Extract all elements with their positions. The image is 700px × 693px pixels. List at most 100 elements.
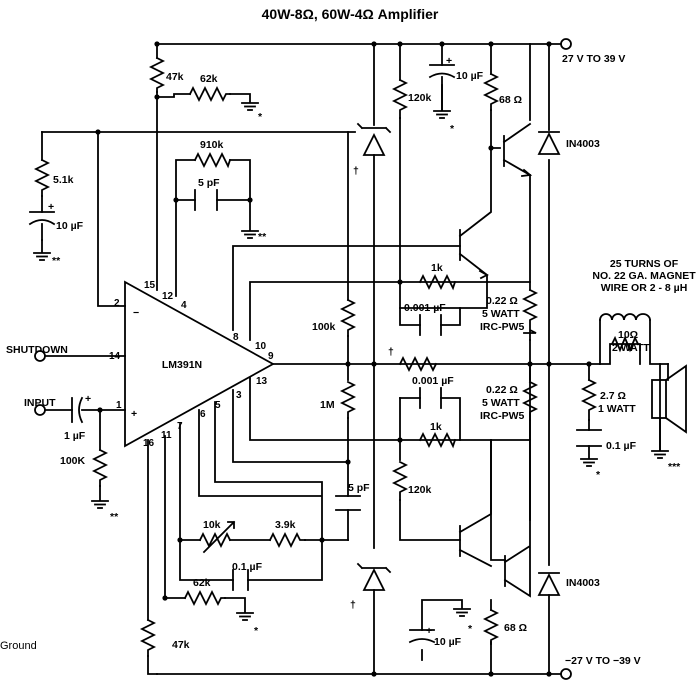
resistor-100k-in: [91, 448, 109, 487]
c1uf-in-label: 1 µF: [64, 430, 86, 442]
capacitor-0-001-top: [419, 314, 442, 336]
c10uf-top-plus: +: [446, 55, 452, 67]
pin-5: 5: [215, 400, 221, 411]
shutdown-label: SHUTDOWN: [6, 344, 68, 356]
gnd-star-bot: *: [254, 625, 259, 637]
resistor-68-top: [482, 72, 500, 111]
ic-minus: −: [133, 307, 139, 319]
resistor-1k-bot: [418, 431, 457, 449]
r022-bot-label: 0.22 Ω: [486, 384, 518, 396]
resistor-47k-top: [148, 56, 166, 93]
r68-bot-label: 68 Ω: [504, 622, 527, 634]
r022-top-rating: 5 WATT: [482, 308, 520, 320]
resistor-910k: [193, 151, 232, 169]
r100k-bias-label: 100k: [312, 321, 336, 333]
gnd-star2-fb: **: [258, 231, 267, 243]
r62k-bot-label: 62k: [193, 577, 211, 589]
d-bot-label: IN4003: [566, 577, 600, 589]
zener-diode-top: [356, 122, 392, 156]
transistor-driver-top: [458, 147, 492, 283]
wiring: [41, 43, 669, 675]
pin-13: 13: [256, 376, 268, 387]
r2-7-rating: 1 WATT: [598, 403, 636, 415]
dagger-bot: †: [350, 599, 356, 611]
positive-rail: [154, 38, 572, 50]
shutdown-terminal: [34, 350, 46, 362]
capacitor-0-1uf-out: [576, 429, 602, 447]
ic-label: LM391N: [162, 359, 202, 371]
c001-bot-label: 0.001 µF: [412, 375, 454, 387]
gnd-star-bot2: *: [468, 623, 473, 635]
resistor-3-9k: [268, 531, 306, 549]
c10uf-in-label: 10 µF: [56, 220, 84, 232]
pin-2: 2: [114, 298, 120, 309]
inductor-line1: 25 TURNS OF: [610, 258, 679, 270]
capacitor-10uf-top: [428, 64, 456, 111]
potentiometer-10k: [198, 520, 236, 554]
r100k-in-label: 100K: [60, 455, 86, 467]
pin-6: 6: [200, 409, 206, 420]
zener-diode-bot: [356, 562, 392, 591]
input-terminal: [34, 404, 46, 416]
gnd-star2-input: **: [110, 511, 119, 523]
pin-1: 1: [116, 400, 122, 411]
capacitor-10uf-bot: [408, 629, 436, 644]
r10k-pot-label: 10k: [203, 519, 221, 531]
capacitor-5pf-feedback: [194, 189, 218, 211]
pin-11: 11: [161, 430, 172, 441]
r1m-bias-label: 1M: [320, 399, 335, 411]
diode-in4003-top: [537, 131, 561, 155]
transistor-driver-bot: [458, 439, 493, 568]
resistor-0-22-top: [521, 288, 539, 341]
resistor-62k-top: [188, 85, 231, 103]
r62k-top-label: 62k: [200, 73, 218, 85]
resistor-120k-bot: [391, 460, 409, 501]
d-top-label: IN4003: [566, 138, 600, 150]
resistor-62k-bot: [183, 589, 226, 607]
pin-12: 12: [162, 291, 174, 302]
resistor-120k-top: [391, 78, 409, 119]
r3-9k-label: 3.9k: [275, 519, 296, 531]
pin-3: 3: [236, 390, 242, 401]
pin-9: 9: [268, 351, 274, 362]
r1k-top-label: 1k: [431, 262, 443, 274]
c10uf-bot-label: 10 µF: [434, 636, 462, 648]
r10-rating: 2 WATT: [612, 342, 650, 354]
resistor-1k-top: [418, 273, 457, 291]
transistor-output-bot: [503, 363, 531, 598]
capacitor-10uf-in: [28, 211, 56, 241]
r910k-label: 910k: [200, 139, 224, 151]
r10-label: 10Ω: [618, 329, 638, 341]
resistor-dagger-mid: [398, 355, 438, 373]
r5-1k-label: 5.1k: [53, 174, 74, 186]
r47k-top-label: 47k: [166, 71, 184, 83]
resistor-68-bot: [482, 608, 500, 645]
speaker-icon: [651, 364, 687, 434]
r47k-bot-label: 47k: [172, 639, 190, 651]
r022-bot-rating: 5 WATT: [482, 397, 520, 409]
pin-15: 15: [144, 280, 156, 291]
c5pf-fb-label: 5 pF: [198, 177, 220, 189]
inductor: [599, 313, 651, 321]
pin-10: 10: [255, 341, 267, 352]
dagger-top: †: [353, 165, 359, 177]
negative-rail-label: −27 V TO −39 V: [565, 655, 641, 667]
c01uf-label: 0.1 µF: [232, 561, 263, 573]
capacitor-1uf-in: [71, 396, 84, 424]
dagger-mid: †: [388, 346, 394, 358]
r120k-bot-label: 120k: [408, 484, 432, 496]
c10uf-top-label: 10 µF: [456, 70, 484, 82]
gnd-star-out: *: [596, 469, 601, 481]
c10uf-in-plus: +: [48, 201, 54, 213]
r120k-top-label: 120k: [408, 92, 432, 104]
r68-top-label: 68 Ω: [499, 94, 522, 106]
resistor-1m-bias: [339, 380, 357, 419]
diode-in4003-bot: [537, 572, 561, 596]
positive-rail-label: 27 V TO 39 V: [562, 53, 625, 65]
ic-plus: +: [131, 408, 137, 420]
diagram-title: 40W-8Ω, 60W-4Ω Amplifier: [262, 6, 439, 22]
gnd-star2-in: **: [52, 255, 61, 267]
c1uf-in-plus: +: [85, 393, 91, 405]
pin-4: 4: [181, 300, 187, 311]
r022-top-part: IRC-PW5: [480, 321, 524, 333]
